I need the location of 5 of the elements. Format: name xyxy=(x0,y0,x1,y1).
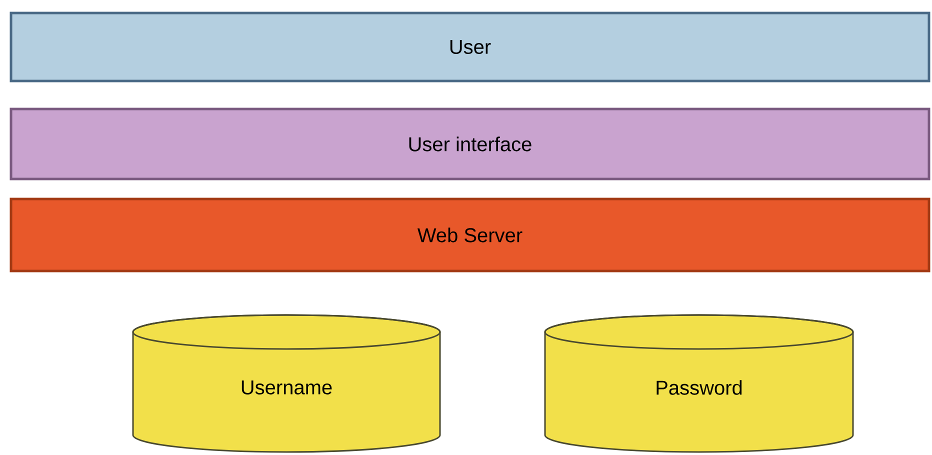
layer-bar: Web Server xyxy=(10,198,930,272)
layer-bar: User xyxy=(10,12,930,82)
database-cylinder: Password xyxy=(544,314,854,453)
layer-bar: User interface xyxy=(10,108,930,180)
database-cylinder: Username xyxy=(132,314,441,453)
